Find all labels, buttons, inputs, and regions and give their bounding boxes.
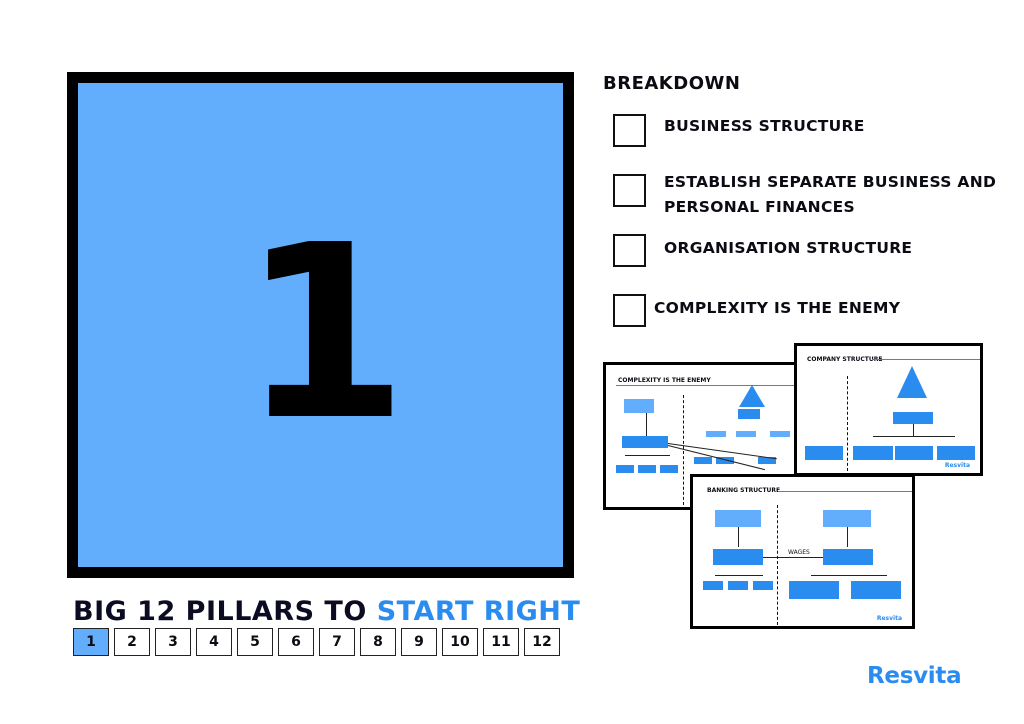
diagram-block xyxy=(805,446,843,460)
diagram-block xyxy=(895,446,933,460)
pillar-number-panel: 1 xyxy=(67,72,574,578)
pillars-title-main: BIG 12 PILLARS TO xyxy=(73,596,377,627)
checklist-label: ORGANISATION STRUCTURE xyxy=(664,239,913,257)
checkbox[interactable] xyxy=(613,114,646,147)
diagram-divider xyxy=(777,505,778,625)
checkbox[interactable] xyxy=(613,234,646,267)
diagram-block xyxy=(893,412,933,424)
pillar-nav-4[interactable]: 4 xyxy=(196,628,232,656)
slide-logo: Resvita xyxy=(944,462,970,469)
pillars-title-accent: START RIGHT xyxy=(376,596,581,627)
diagram-line xyxy=(913,424,914,436)
pillar-nav-5[interactable]: 5 xyxy=(237,628,273,656)
wages-label: WAGES xyxy=(788,549,810,556)
diagram-block xyxy=(770,431,790,437)
diagram-block xyxy=(703,581,723,590)
diagram-block xyxy=(660,465,678,473)
diagram-line xyxy=(738,527,739,547)
pillar-nav-11[interactable]: 11 xyxy=(483,628,519,656)
pillar-number: 1 xyxy=(241,193,408,473)
diagram-block xyxy=(622,436,668,448)
diagram-block xyxy=(715,510,761,527)
diagram-block xyxy=(716,457,734,464)
pillar-nav-6[interactable]: 6 xyxy=(278,628,314,656)
pillar-nav-2[interactable]: 2 xyxy=(114,628,150,656)
diagram-block xyxy=(851,581,901,599)
pillar-nav: 1 2 3 4 5 6 7 8 9 10 11 12 xyxy=(73,628,560,656)
diagram-line xyxy=(715,575,763,576)
slide-rule xyxy=(872,359,980,360)
diagram-block xyxy=(624,399,654,413)
diagram-block xyxy=(937,446,975,460)
diagram-triangle xyxy=(739,385,765,407)
checkbox[interactable] xyxy=(613,294,646,327)
diagram-line xyxy=(811,575,887,576)
diagram-block xyxy=(728,581,748,590)
pillar-nav-3[interactable]: 3 xyxy=(155,628,191,656)
diagram-block xyxy=(789,581,839,599)
diagram-line xyxy=(873,436,955,437)
checkbox[interactable] xyxy=(613,174,646,207)
slide-logo: Resvita xyxy=(876,615,902,622)
diagram-block xyxy=(753,581,773,590)
pillar-nav-8[interactable]: 8 xyxy=(360,628,396,656)
pillar-nav-12[interactable]: 12 xyxy=(524,628,560,656)
slide-rule xyxy=(778,491,912,492)
pillar-nav-9[interactable]: 9 xyxy=(401,628,437,656)
diagram-block xyxy=(713,549,763,565)
diagram-line xyxy=(763,557,823,558)
diagram-line xyxy=(625,455,670,456)
pillar-nav-1[interactable]: 1 xyxy=(73,628,109,656)
diagram-line xyxy=(646,413,647,436)
pillar-nav-7[interactable]: 7 xyxy=(319,628,355,656)
resvita-logo: Resvita xyxy=(867,663,962,689)
slide-title: BANKING STRUCTURE xyxy=(707,487,781,494)
diagram-block xyxy=(738,409,760,419)
breakdown-heading: BREAKDOWN xyxy=(603,73,741,94)
company-structure-slide-thumbnail: COMPANY STRUCTURE Resvita xyxy=(794,343,983,476)
diagram-triangle xyxy=(897,366,927,398)
diagram-line xyxy=(847,527,848,547)
diagram-block xyxy=(736,431,756,437)
checklist-label: ESTABLISH SEPARATE BUSINESS AND xyxy=(664,173,997,191)
banking-structure-slide-thumbnail: BANKING STRUCTURE WAGES Resvita xyxy=(690,474,915,629)
checklist-label-line2: PERSONAL FINANCES xyxy=(664,198,855,216)
diagram-block xyxy=(616,465,634,473)
pillars-title: BIG 12 PILLARS TO START RIGHT xyxy=(73,596,580,627)
checklist-label: COMPLEXITY IS THE ENEMY xyxy=(654,299,901,317)
slide-rule xyxy=(616,385,795,386)
diagram-block xyxy=(823,510,871,527)
diagram-divider xyxy=(847,376,848,471)
diagram-block xyxy=(694,457,712,464)
diagram-block xyxy=(853,446,893,460)
diagram-block xyxy=(706,431,726,437)
checklist-label: BUSINESS STRUCTURE xyxy=(664,117,865,135)
pillar-nav-10[interactable]: 10 xyxy=(442,628,478,656)
slide-title: COMPANY STRUCTURE xyxy=(807,356,883,363)
diagram-block xyxy=(823,549,873,565)
diagram-block xyxy=(638,465,656,473)
slide-title: COMPLEXITY IS THE ENEMY xyxy=(618,377,711,384)
diagram-block xyxy=(758,457,776,464)
